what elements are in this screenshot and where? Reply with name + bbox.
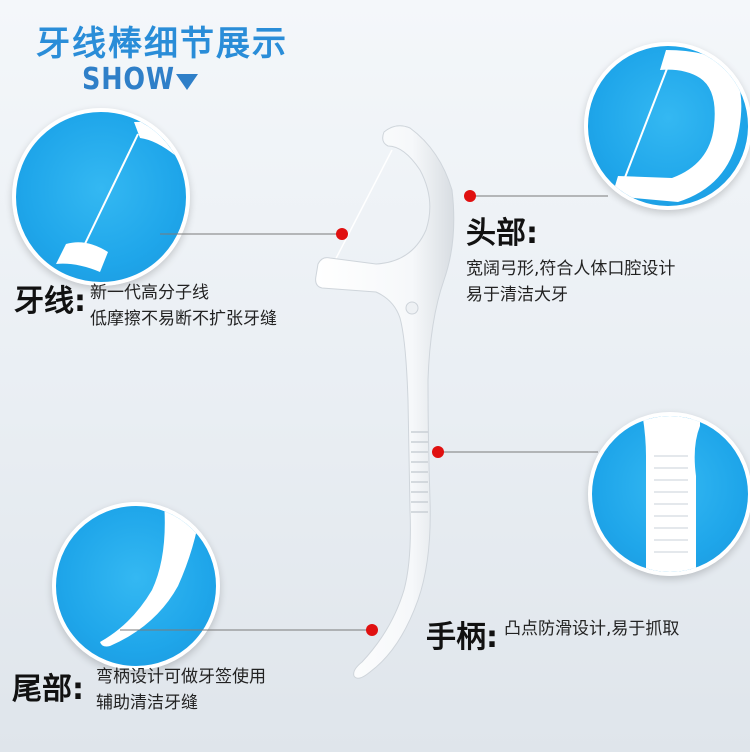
leader-lines bbox=[120, 195, 608, 631]
floss-marker-dot bbox=[336, 228, 348, 240]
tail-marker-dot bbox=[366, 624, 378, 636]
head-desc-line-2: 易于清洁大牙 bbox=[466, 285, 568, 305]
handle-label: 手柄: bbox=[426, 620, 498, 655]
tail-detail-circle bbox=[52, 502, 220, 670]
floss-desc-line-1: 新一代高分子线 bbox=[90, 283, 209, 303]
handle-detail-image bbox=[642, 416, 700, 572]
tail-desc-line-2: 辅助清洁牙缝 bbox=[96, 693, 198, 713]
floss-desc-line-2: 低摩擦不易断不扩张牙缝 bbox=[90, 309, 277, 329]
grip-ribs bbox=[411, 431, 428, 513]
tail-desc-line-1: 弯柄设计可做牙签使用 bbox=[96, 667, 266, 687]
floss-detail-image bbox=[56, 121, 186, 272]
head-label: 头部: bbox=[466, 216, 538, 251]
show-label: SHOW bbox=[82, 62, 175, 97]
handle-marker-dot bbox=[432, 446, 444, 458]
handle-desc-line-1: 凸点防滑设计,易于抓取 bbox=[504, 619, 680, 639]
page-title: 牙线棒细节展示 bbox=[36, 24, 288, 64]
handle-detail-circle bbox=[588, 412, 750, 576]
tail-label: 尾部: bbox=[12, 672, 84, 707]
floss-label: 牙线: bbox=[14, 284, 86, 319]
head-desc-line-1: 宽阔弓形,符合人体口腔设计 bbox=[466, 259, 676, 279]
flosser-hole bbox=[405, 301, 419, 315]
head-marker-dot bbox=[464, 190, 476, 202]
floss-string bbox=[329, 149, 393, 271]
flosser-body bbox=[315, 125, 455, 679]
triangle-down-icon bbox=[176, 74, 198, 90]
floss-detail-circle bbox=[12, 108, 190, 286]
head-detail-image bbox=[612, 50, 742, 202]
tail-detail-image bbox=[100, 506, 202, 647]
head-detail-circle bbox=[584, 42, 750, 210]
